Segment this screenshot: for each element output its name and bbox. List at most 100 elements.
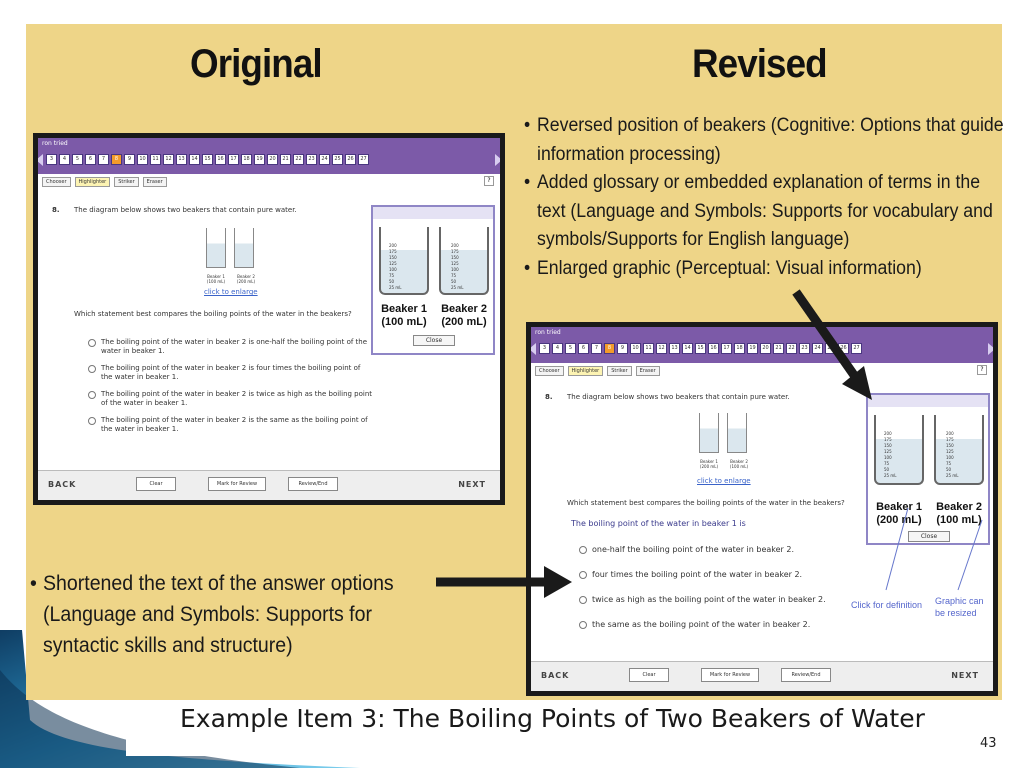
question-number[interactable]: 4: [552, 343, 563, 354]
answer-option[interactable]: The boiling point of the water in beaker…: [88, 390, 373, 408]
question-number[interactable]: 25: [332, 154, 343, 165]
question-number[interactable]: 11: [643, 343, 654, 354]
question-number-current[interactable]: 8: [111, 154, 122, 165]
heading-original: Original: [190, 42, 323, 86]
radio-button[interactable]: [579, 621, 587, 629]
review-end-button[interactable]: Review/End: [288, 477, 338, 491]
question-number[interactable]: 20: [760, 343, 771, 354]
radio-button[interactable]: [88, 339, 96, 347]
question-number[interactable]: 18: [734, 343, 745, 354]
question-number[interactable]: 14: [189, 154, 200, 165]
question-number[interactable]: 26: [345, 154, 356, 165]
question-number[interactable]: 16: [215, 154, 226, 165]
question-number[interactable]: 13: [669, 343, 680, 354]
question-number[interactable]: 21: [773, 343, 784, 354]
striker-tool[interactable]: Striker: [607, 366, 632, 376]
eraser-tool[interactable]: Eraser: [635, 366, 660, 376]
answer-option[interactable]: The boiling point of the water in beaker…: [88, 338, 373, 356]
mark-for-review-button[interactable]: Mark for Review: [208, 477, 266, 491]
question-number[interactable]: 7: [591, 343, 602, 354]
popup-titlebar[interactable]: [373, 207, 493, 219]
answer-option[interactable]: one-half the boiling point of the water …: [579, 545, 879, 554]
mini-beaker-label: Beaker 1 (100 mL): [206, 274, 226, 284]
click-to-enlarge-link[interactable]: click to enlarge: [204, 288, 258, 296]
prev-arrow-icon[interactable]: [38, 154, 43, 166]
radio-button[interactable]: [88, 365, 96, 373]
question-number[interactable]: 3: [539, 343, 550, 354]
answer-option[interactable]: The boiling point of the water in beaker…: [88, 416, 373, 434]
question-number[interactable]: 7: [98, 154, 109, 165]
question-number[interactable]: 17: [721, 343, 732, 354]
answer-option[interactable]: the same as the boiling point of the wat…: [579, 620, 879, 629]
question-number[interactable]: 6: [85, 154, 96, 165]
question-number[interactable]: 24: [319, 154, 330, 165]
question-number-current[interactable]: 8: [604, 343, 615, 354]
question-number[interactable]: 19: [254, 154, 265, 165]
eraser-tool[interactable]: Eraser: [142, 177, 167, 187]
question-number[interactable]: 17: [228, 154, 239, 165]
question-number[interactable]: 16: [708, 343, 719, 354]
question-number[interactable]: 9: [124, 154, 135, 165]
help-button[interactable]: ?: [484, 176, 494, 186]
close-button[interactable]: Close: [413, 335, 455, 346]
question-number[interactable]: 15: [202, 154, 213, 165]
answer-option[interactable]: four times the boiling point of the wate…: [579, 570, 879, 579]
answer-option[interactable]: twice as high as the boiling point of th…: [579, 595, 879, 604]
question-number[interactable]: 5: [72, 154, 83, 165]
clear-button[interactable]: Clear: [136, 477, 176, 491]
next-arrow-icon[interactable]: [988, 343, 993, 355]
question-number[interactable]: 10: [630, 343, 641, 354]
question-number[interactable]: 23: [306, 154, 317, 165]
next-arrow-icon[interactable]: [495, 154, 500, 166]
highlighter-tool[interactable]: Highlighter: [74, 177, 111, 187]
chooser-tool[interactable]: Chooser: [535, 366, 564, 376]
radio-button[interactable]: [88, 417, 96, 425]
radio-button[interactable]: [579, 596, 587, 604]
question-number[interactable]: 13: [176, 154, 187, 165]
radio-button[interactable]: [579, 571, 587, 579]
question-number[interactable]: 21: [280, 154, 291, 165]
question-number[interactable]: 12: [163, 154, 174, 165]
shortened-text-note: Shortened the text of the answer options…: [30, 568, 450, 661]
popup-titlebar[interactable]: [868, 395, 988, 407]
question-number[interactable]: 27: [358, 154, 369, 165]
radio-button[interactable]: [88, 391, 96, 399]
close-button[interactable]: Close: [908, 531, 950, 542]
help-button[interactable]: ?: [977, 365, 987, 375]
question-number[interactable]: 10: [137, 154, 148, 165]
question-number[interactable]: 3: [46, 154, 57, 165]
question-number[interactable]: 15: [695, 343, 706, 354]
answer-option[interactable]: The boiling point of the water in beaker…: [88, 364, 373, 382]
radio-button[interactable]: [579, 546, 587, 554]
click-to-enlarge-link[interactable]: click to enlarge: [697, 477, 751, 485]
slide-caption: Example Item 3: The Boiling Points of Tw…: [180, 704, 925, 733]
mini-beaker-diagram: [699, 413, 747, 453]
highlighter-tool[interactable]: Highlighter: [567, 366, 604, 376]
mini-beaker: [727, 413, 747, 453]
question-number[interactable]: 14: [682, 343, 693, 354]
question-number[interactable]: 20: [267, 154, 278, 165]
chooser-tool[interactable]: Chooser: [42, 177, 71, 187]
mark-for-review-button[interactable]: Mark for Review: [701, 668, 759, 682]
question-number[interactable]: 18: [241, 154, 252, 165]
question-number[interactable]: 22: [293, 154, 304, 165]
prev-arrow-icon[interactable]: [531, 343, 536, 355]
back-button[interactable]: BACK: [48, 480, 77, 489]
navigation-bar: BACK Clear Mark for Review Review/End NE…: [531, 661, 993, 691]
question-number[interactable]: 12: [656, 343, 667, 354]
back-button[interactable]: BACK: [541, 671, 570, 680]
next-button[interactable]: NEXT: [951, 671, 979, 680]
question-number[interactable]: 19: [747, 343, 758, 354]
question-number[interactable]: 11: [150, 154, 161, 165]
navigation-bar: BACK Clear Mark for Review Review/End NE…: [38, 470, 500, 500]
striker-tool[interactable]: Striker: [114, 177, 139, 187]
question-number[interactable]: 5: [565, 343, 576, 354]
clear-button[interactable]: Clear: [629, 668, 669, 682]
next-button[interactable]: NEXT: [458, 480, 486, 489]
review-end-button[interactable]: Review/End: [781, 668, 831, 682]
question-number[interactable]: 9: [617, 343, 628, 354]
question-number[interactable]: 6: [578, 343, 589, 354]
question-stem: The diagram below shows two beakers that…: [567, 393, 790, 401]
question-number[interactable]: 4: [59, 154, 70, 165]
mini-beaker-label: Beaker 1 (200 mL): [699, 459, 719, 469]
